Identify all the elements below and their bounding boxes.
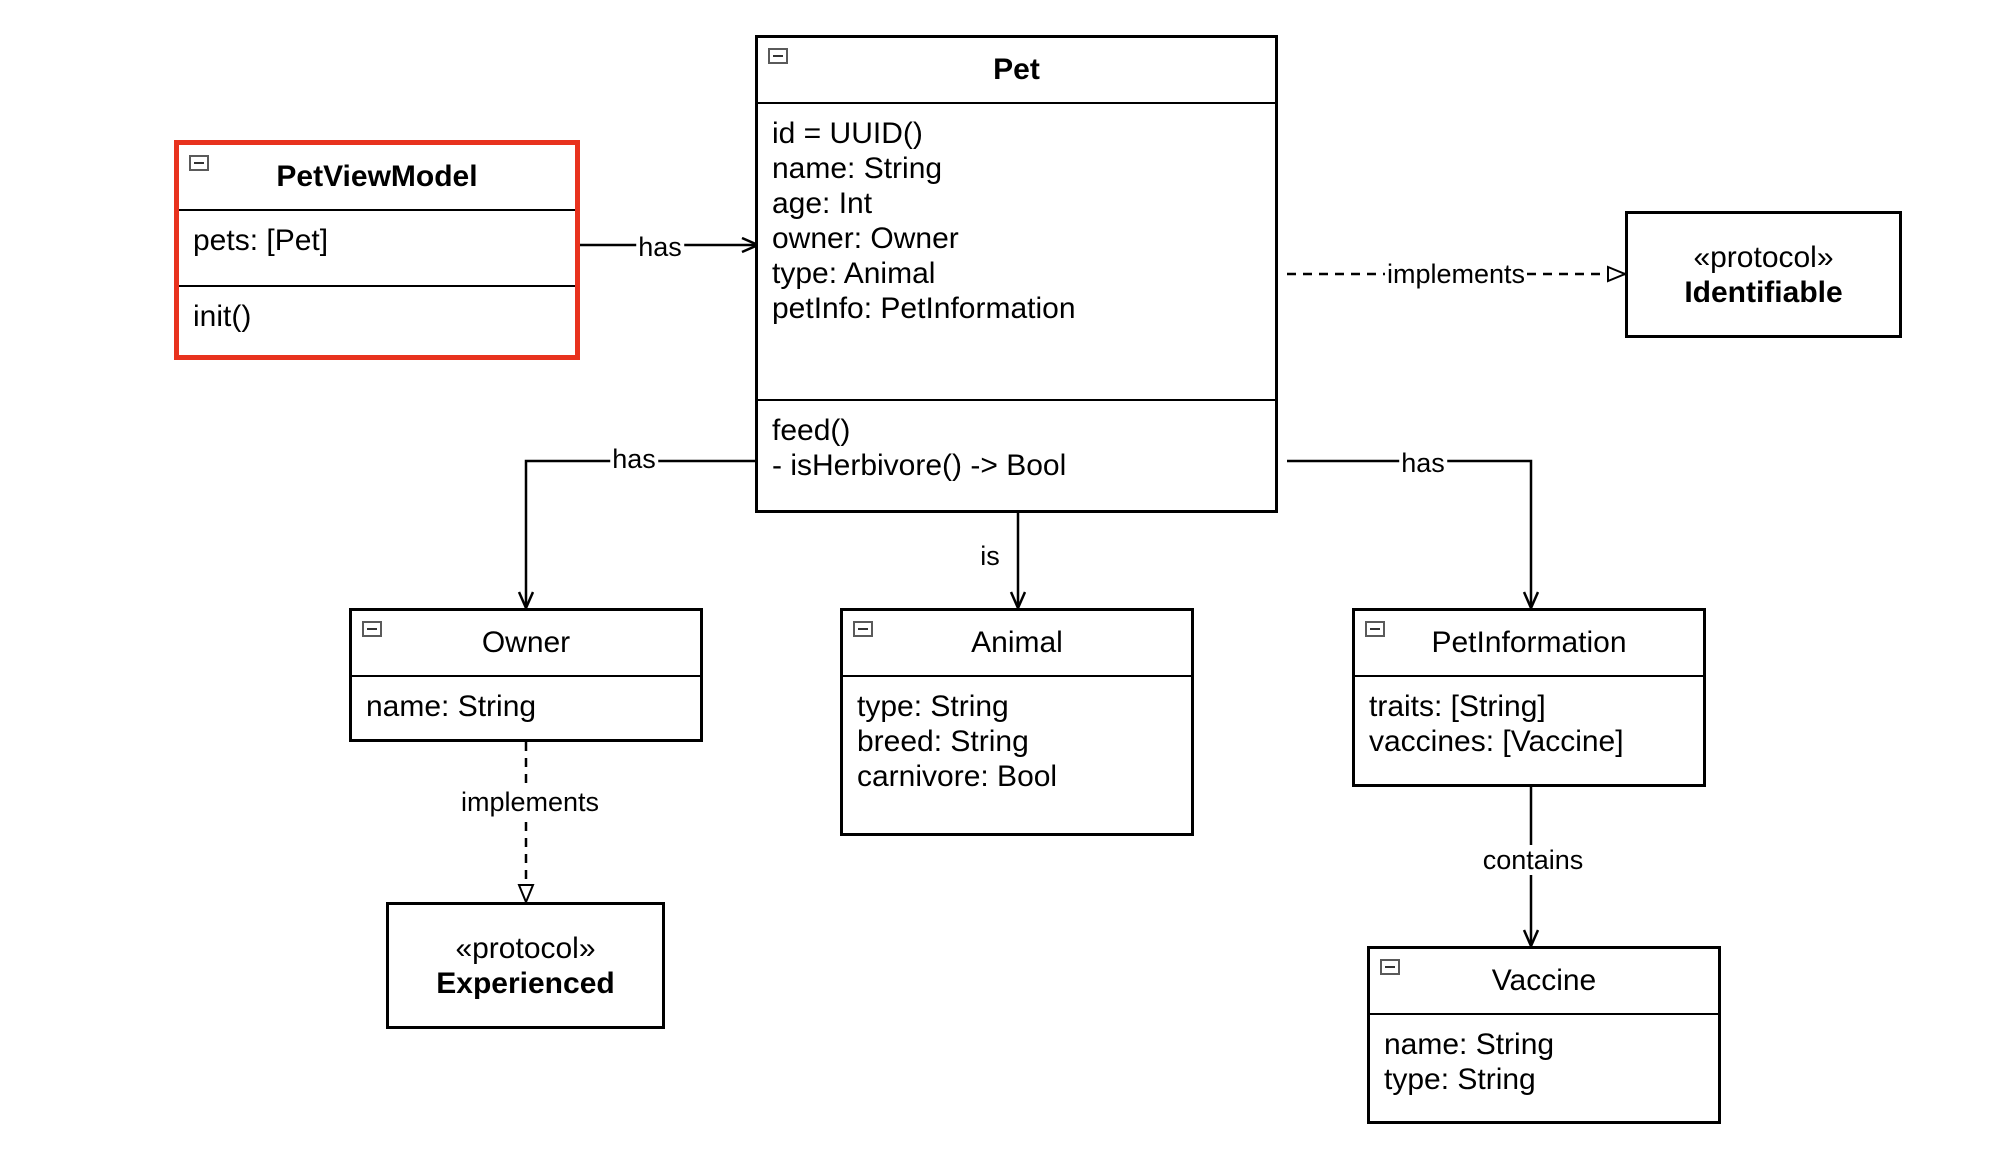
attributes-section: traits: [String] vaccines: [Vaccine]: [1355, 677, 1703, 784]
attribute: age: Int: [772, 187, 873, 220]
attribute: type: String: [1384, 1063, 1536, 1096]
class-header[interactable]: Animal: [843, 611, 1191, 677]
edge-label-pet-owner: has: [610, 444, 658, 474]
edge-label-pet-animal: is: [978, 541, 1002, 571]
class-name: Vaccine: [1491, 964, 1597, 997]
attribute: carnivore: Bool: [857, 760, 1058, 793]
edge-label-pet-identifiable: implements: [1384, 259, 1528, 289]
attribute: breed: String: [857, 725, 1029, 758]
attribute: pets: [Pet]: [193, 224, 329, 257]
class-petviewmodel[interactable]: PetViewModel pets: [Pet] init(): [174, 140, 580, 360]
class-name: Pet: [993, 53, 1040, 86]
stereotype-label: «protocol»: [455, 931, 596, 965]
class-owner[interactable]: Owner name: String: [349, 608, 703, 742]
attribute: id = UUID(): [772, 117, 923, 150]
minus-square-icon[interactable]: [362, 621, 382, 637]
attributes-section: id = UUID() name: String age: Int owner:…: [758, 104, 1275, 401]
attributes-section: type: String breed: String carnivore: Bo…: [843, 677, 1191, 833]
class-animal[interactable]: Animal type: String breed: String carniv…: [840, 608, 1194, 836]
attribute: type: Animal: [772, 257, 936, 290]
class-header[interactable]: Owner: [352, 611, 700, 677]
class-header[interactable]: PetInformation: [1355, 611, 1703, 677]
edge-label-viewmodel-pet: has: [636, 232, 684, 262]
attributes-section: name: String: [352, 677, 700, 739]
attribute: vaccines: [Vaccine]: [1369, 725, 1624, 758]
protocol-name: Experienced: [436, 966, 615, 1000]
method: feed(): [772, 414, 851, 447]
edge-label-pet-petinfo: has: [1399, 448, 1447, 478]
edge-pet-owner[interactable]: [526, 459, 758, 608]
minus-square-icon[interactable]: [1365, 621, 1385, 637]
edge-label-petinfo-vaccine: contains: [1480, 845, 1586, 875]
methods-section: init(): [179, 287, 575, 355]
protocol-experienced[interactable]: «protocol» Experienced: [386, 902, 665, 1029]
attribute: owner: Owner: [772, 222, 959, 255]
protocol-identifiable[interactable]: «protocol» Identifiable: [1625, 211, 1902, 338]
edge-label-owner-experienced: implements: [458, 787, 602, 817]
attribute: petInfo: PetInformation: [772, 292, 1076, 325]
protocol-name: Identifiable: [1684, 275, 1843, 309]
class-pet[interactable]: Pet id = UUID() name: String age: Int ow…: [755, 35, 1278, 513]
minus-square-icon[interactable]: [768, 48, 788, 64]
class-name: Owner: [481, 626, 571, 659]
class-header[interactable]: PetViewModel: [179, 145, 575, 211]
minus-square-icon[interactable]: [189, 155, 209, 171]
class-header[interactable]: Pet: [758, 38, 1275, 104]
class-vaccine[interactable]: Vaccine name: String type: String: [1367, 946, 1721, 1124]
minus-square-icon[interactable]: [853, 621, 873, 637]
edge-pet-petinfo[interactable]: [1287, 459, 1531, 608]
class-name: PetViewModel: [276, 160, 478, 193]
class-header[interactable]: Vaccine: [1370, 949, 1718, 1015]
class-petinformation[interactable]: PetInformation traits: [String] vaccines…: [1352, 608, 1706, 787]
class-name: Animal: [971, 626, 1063, 659]
attribute: type: String: [857, 690, 1009, 723]
methods-section: feed() - isHerbivore() -> Bool: [758, 401, 1275, 510]
attributes-section: pets: [Pet]: [179, 211, 575, 287]
stereotype-label: «protocol»: [1693, 240, 1834, 274]
attributes-section: name: String type: String: [1370, 1015, 1718, 1121]
class-name: PetInformation: [1431, 626, 1627, 659]
minus-square-icon[interactable]: [1380, 959, 1400, 975]
method: - isHerbivore() -> Bool: [772, 449, 1067, 482]
attribute: name: String: [772, 152, 943, 185]
method: init(): [193, 300, 252, 333]
attribute: name: String: [366, 690, 537, 723]
attribute: name: String: [1384, 1028, 1555, 1061]
attribute: traits: [String]: [1369, 690, 1546, 723]
